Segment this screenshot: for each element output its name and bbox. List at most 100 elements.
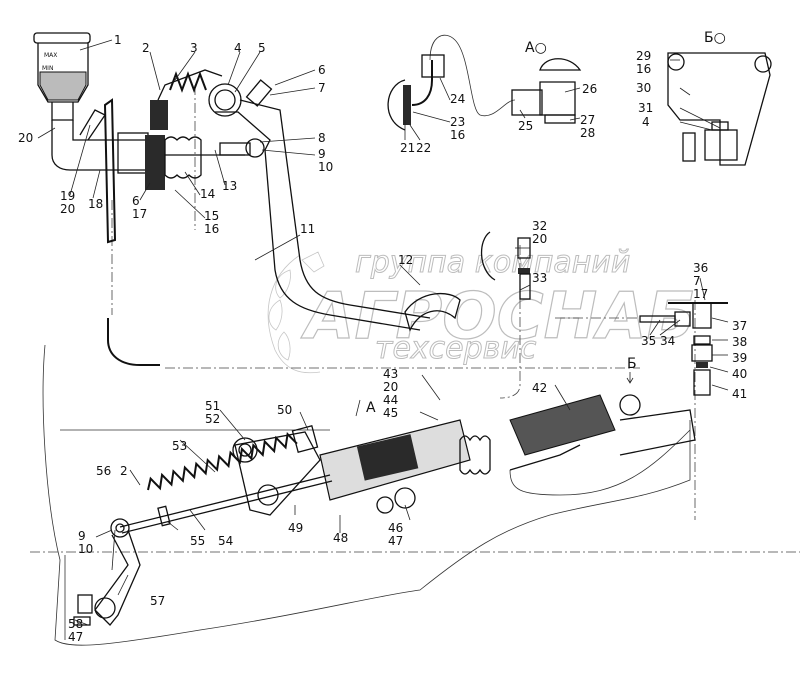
callout-line: 16 <box>636 62 651 76</box>
callout-c6: 6 <box>318 63 326 77</box>
callout-line: 47 <box>68 630 83 644</box>
callout-line: 13 <box>222 179 237 193</box>
callout-c25: 25 <box>518 119 533 133</box>
view-a-label: А○ <box>525 40 547 56</box>
callout-line: 46 <box>388 521 403 535</box>
callout-line: 49 <box>288 521 303 535</box>
callout-line: 35 <box>641 334 656 348</box>
callout-c13: 13 <box>222 179 237 193</box>
callout-line: 47 <box>388 534 403 548</box>
callout-line: 37 <box>732 319 747 333</box>
callout-line: 57 <box>150 594 165 608</box>
callout-c40: 40 <box>732 367 747 381</box>
clutch-pedal <box>215 99 461 332</box>
callout-line: 9 <box>318 147 326 161</box>
view-b-pointer: Б <box>627 356 637 372</box>
callout-line: 55 <box>190 534 205 548</box>
hose-elbow <box>107 318 160 366</box>
callout-line: 14 <box>200 187 215 201</box>
callout-line: 48 <box>333 531 348 545</box>
callout-c54: 54 <box>218 534 233 548</box>
firewall-plate <box>103 98 117 244</box>
callout-line: 17 <box>693 287 708 301</box>
hydraulic-lines <box>30 34 800 553</box>
callout-line: 19 <box>60 189 75 203</box>
callout-line: 30 <box>636 81 651 95</box>
callout-line: 54 <box>218 534 233 548</box>
master-cylinder <box>117 100 251 190</box>
callout-line: 26 <box>582 82 597 96</box>
callout-line: 7 <box>318 81 326 95</box>
callout-line: 3 <box>190 41 198 55</box>
callout-c21: 21 <box>400 141 415 155</box>
callout-line: 42 <box>532 381 547 395</box>
callout-c26: 26 <box>582 82 597 96</box>
callout-line: 53 <box>172 439 187 453</box>
pipe-fitting-32-33 <box>480 231 531 300</box>
callout-line: 16 <box>204 222 219 236</box>
callout-line: 58 <box>68 617 83 631</box>
callout-line: 24 <box>450 92 465 106</box>
callout-c37: 37 <box>732 319 747 333</box>
callout-line: 33 <box>532 271 547 285</box>
callout-c12: 12 <box>398 253 413 267</box>
callout-line: 1 <box>114 33 122 47</box>
callout-c7: 7 <box>318 81 326 95</box>
callout-c34: 34 <box>660 334 675 348</box>
callout-c24: 24 <box>450 92 465 106</box>
callout-line: 6 <box>132 194 140 208</box>
callout-line: 18 <box>88 197 103 211</box>
callout-line: 29 <box>636 49 651 63</box>
view-b-label: Б○ <box>704 30 726 46</box>
slave-cylinder <box>319 394 696 514</box>
view-a-pointer: А <box>366 400 376 416</box>
callout-line: 7 <box>693 274 701 288</box>
return-spring-53 <box>147 432 298 491</box>
callout-c2: 2 <box>142 41 150 55</box>
callout-c55: 55 <box>190 534 205 548</box>
callout-line: 17 <box>132 207 147 221</box>
callout-line: 20 <box>18 131 33 145</box>
callout-line: 10 <box>78 542 93 556</box>
callout-c3: 3 <box>190 41 198 55</box>
view-a-detail <box>387 54 582 131</box>
callout-line: 27 <box>580 113 595 127</box>
callout-line: 15 <box>204 209 219 223</box>
callout-line: 51 <box>205 399 220 413</box>
callout-c42: 42 <box>532 381 547 395</box>
callout-line: 31 <box>638 101 653 115</box>
callout-c30: 30 <box>636 81 651 95</box>
callout-c56: 56 <box>96 464 111 478</box>
callout-c22: 22 <box>416 141 431 155</box>
callout-line: 28 <box>580 126 595 140</box>
callout-line: 56 <box>96 464 111 478</box>
callout-line: 34 <box>660 334 675 348</box>
callout-line: 9 <box>78 529 86 543</box>
callout-line: 4 <box>642 115 650 129</box>
callout-c38: 38 <box>732 335 747 349</box>
callout-c57: 57 <box>150 594 165 608</box>
watermark-line3: техсервис <box>375 331 537 366</box>
callout-line: 22 <box>416 141 431 155</box>
fluid-reservoir: MAX MIN <box>33 32 150 171</box>
callout-c18: 18 <box>88 197 103 211</box>
callout-line: 2 <box>142 41 150 55</box>
callout-line: 20 <box>383 380 398 394</box>
view-a-arrow-icon <box>355 399 361 417</box>
callout-line: 8 <box>318 131 326 145</box>
callout-c8: 8 <box>318 131 326 145</box>
callout-line: 36 <box>693 261 708 275</box>
callout-c4: 4 <box>234 41 242 55</box>
callout-line: 44 <box>383 393 398 407</box>
watermark-line2: АГРОСНАБ <box>300 280 695 354</box>
callout-c31: 31 <box>638 101 653 115</box>
